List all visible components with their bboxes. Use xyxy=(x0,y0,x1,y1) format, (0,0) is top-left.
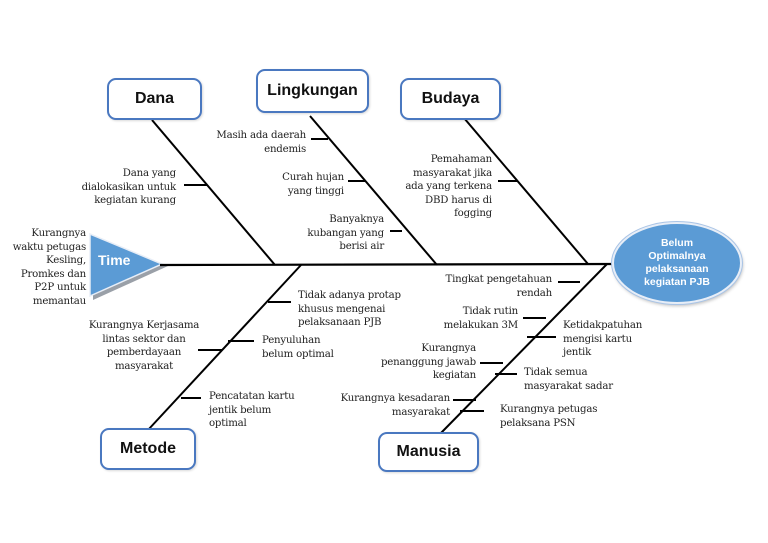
effect-ellipse: Belum Optimalnya pelaksanaan kegiatan PJ… xyxy=(612,222,742,304)
cause-metode-4: Pencatatan kartu jentik belum optimal xyxy=(209,391,295,429)
category-metode: Metode xyxy=(100,428,196,470)
cause-manusia-7: Kurangnya petugas pelaksana PSN xyxy=(500,404,598,429)
category-time: Time xyxy=(98,252,131,268)
cause-metode-2: Kurangnya Kerjasama lintas sektor dan pe… xyxy=(88,320,200,372)
spine-line xyxy=(159,262,613,267)
cause-budaya-1: Pemahaman masyarakat jika ada yang terke… xyxy=(405,154,492,219)
cause-dana-1: Dana yang dialokasikan untuk kegiatan ku… xyxy=(81,168,177,206)
bone-dana xyxy=(151,119,276,266)
bone-metode xyxy=(147,264,302,431)
cause-lingkungan-1: Masih ada daerah endemis xyxy=(216,130,306,155)
category-manusia: Manusia xyxy=(378,432,479,472)
cause-metode-3: Penyuluhan belum optimal xyxy=(262,335,334,360)
cause-manusia-3: Ketidakpatuhan mengisi kartu jentik xyxy=(563,320,643,358)
cause-lingkungan-3: Banyaknya kubangan yang berisi air xyxy=(307,214,384,252)
bone-manusia xyxy=(439,263,608,435)
cause-manusia-5: Tidak semua masyarakat sadar xyxy=(524,367,613,392)
cause-metode-1: Tidak adanya protap khusus mengenai pela… xyxy=(298,290,401,328)
cause-manusia-1: Tingkat pengetahuan rendah xyxy=(445,274,552,299)
cause-lingkungan-2: Curah hujan yang tinggi xyxy=(282,172,344,197)
cause-manusia-6: Kurangnya kesadaran masyarakat xyxy=(340,393,451,418)
bone-budaya xyxy=(463,117,589,265)
cause-time-1: Kurangnya waktu petugas Kesling, Promkes… xyxy=(12,228,86,307)
category-lingkungan: Lingkungan xyxy=(256,69,369,113)
time-arrow xyxy=(89,232,164,298)
category-budaya: Budaya xyxy=(400,78,501,120)
bone-lingkungan xyxy=(309,115,438,266)
cause-manusia-4: Kurangnya penanggung jawab kegiatan xyxy=(380,343,476,381)
category-dana: Dana xyxy=(107,78,202,120)
cause-manusia-2: Tidak rutin melakukan 3M xyxy=(443,306,519,331)
